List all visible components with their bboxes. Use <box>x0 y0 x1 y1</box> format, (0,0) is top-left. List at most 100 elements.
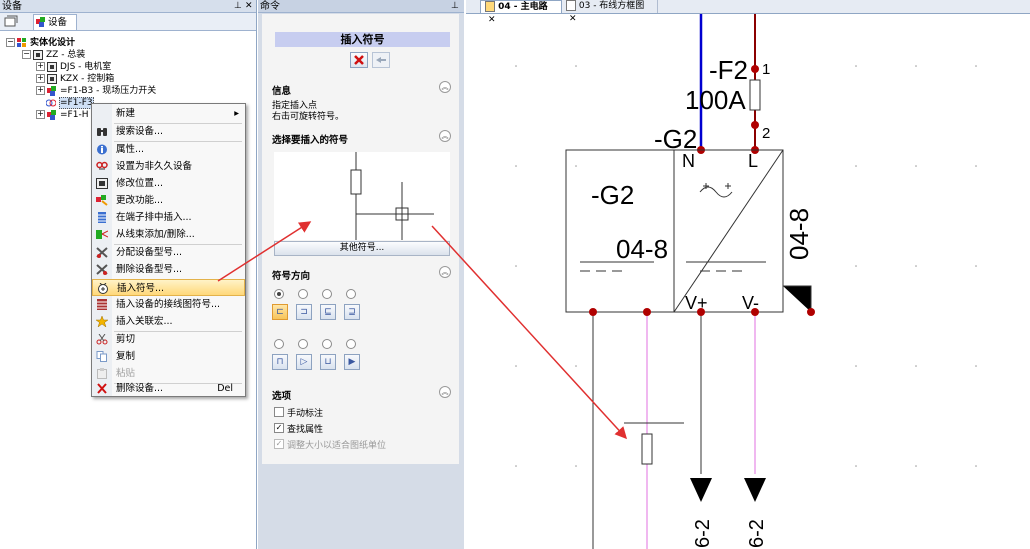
collapse-section-icon[interactable]: ︽ <box>439 386 451 398</box>
collapse-section-icon[interactable]: ︽ <box>439 81 451 93</box>
collapse-icon[interactable]: − <box>22 49 31 59</box>
tab-wiring-block-diagram[interactable]: 03 - 布线方框图 ✕ <box>562 0 658 24</box>
menu-item-label: 插入设备的接线图符号... <box>116 299 221 310</box>
direction-radio-6[interactable] <box>298 339 308 349</box>
cancel-button[interactable] <box>350 52 368 68</box>
direction-radio-3[interactable] <box>322 289 332 299</box>
manual-label-checkbox[interactable] <box>274 407 284 417</box>
direction-radio-8[interactable] <box>346 339 356 349</box>
direction-radio-2[interactable] <box>298 289 308 299</box>
tree-item-f1-b3[interactable]: +=F1-B3 - 现场压力开关 <box>36 85 156 97</box>
direction-radio-1[interactable] <box>274 289 284 299</box>
collapse-section-icon[interactable]: ︽ <box>439 130 451 142</box>
menu-item-new[interactable]: 新建 ▸ <box>92 105 245 122</box>
connection-node[interactable] <box>643 308 651 316</box>
connection-node[interactable] <box>807 308 815 316</box>
collapse-section-icon[interactable]: ︽ <box>439 266 451 278</box>
grid-dots <box>515 65 977 467</box>
find-properties-text: 查找属性 <box>287 425 324 435</box>
other-symbols-button[interactable]: 其他符号... <box>274 241 450 256</box>
direction-button-3[interactable]: ⊑ <box>320 304 336 320</box>
menu-item-change-function[interactable]: 更改功能... <box>92 192 245 209</box>
fuse-f2[interactable] <box>749 79 761 111</box>
collapse-icon[interactable]: − <box>6 37 15 47</box>
menu-item-label: 分配设备型号... <box>116 247 183 258</box>
info-line-1: 指定插入点 <box>272 101 318 111</box>
menu-item-search-device[interactable]: 搜索设备... <box>92 123 245 140</box>
direction-radio-7[interactable] <box>322 339 332 349</box>
menu-item-set-non-permanent[interactable]: 设置为非久久设备 <box>92 158 245 175</box>
context-menu: 新建 ▸ 搜索设备... 属性... 设置为非久久设备 修改位置... 更改功能… <box>91 103 246 397</box>
fit-units-checkbox[interactable]: ✓ <box>274 439 284 449</box>
expand-icon[interactable]: + <box>36 109 45 119</box>
label-pin2: 2 <box>762 125 770 142</box>
device-panel-title-text: 设备 <box>2 1 22 12</box>
direction-button-6[interactable]: ▷ <box>296 354 312 370</box>
direction-button-2[interactable]: ⊐ <box>296 304 312 320</box>
tree-item-djs[interactable]: +DJS - 电机室 <box>36 61 111 73</box>
back-arrow-icon <box>376 57 386 63</box>
pin-icon[interactable]: ⊥ <box>451 1 459 11</box>
direction-button-4[interactable]: ⊒ <box>344 304 360 320</box>
tab-main-circuit[interactable]: 04 - 主电路 ✕ <box>480 0 562 25</box>
tree-item-zz[interactable]: −ZZ - 总装 <box>22 49 85 61</box>
expand-icon[interactable]: + <box>36 61 45 71</box>
connection-node[interactable] <box>751 65 759 73</box>
direction-button-7[interactable]: ⊔ <box>320 354 336 370</box>
direction-radio-5[interactable] <box>274 339 284 349</box>
properties-icon <box>96 144 108 155</box>
menu-item-delete-device[interactable]: 删除设备... Del <box>92 380 245 397</box>
tree-item-f1-f3[interactable]: =F1-F3 <box>45 97 94 109</box>
direction-radio-4[interactable] <box>346 289 356 299</box>
tree-item-f1-h[interactable]: +=F1-H <box>36 109 88 121</box>
expand-icon[interactable]: + <box>36 73 45 83</box>
drawing-area[interactable]: 04 - 主电路 ✕ 03 - 布线方框图 ✕ <box>466 0 1030 549</box>
symbol-preview[interactable] <box>274 152 450 240</box>
assembly-icon <box>33 49 43 60</box>
menu-item-insert-wiring-symbol[interactable]: 插入设备的接线图符号... <box>92 296 245 313</box>
find-properties-checkbox[interactable]: ✓ <box>274 423 284 433</box>
menu-item-copy[interactable]: 复制 <box>92 348 245 365</box>
label-ref-vertical: 04-8 <box>784 208 814 260</box>
direction-button-1[interactable]: ⊏ <box>272 304 288 320</box>
menu-item-insert-in-terminal-strip[interactable]: 在端子排中插入... <box>92 209 245 226</box>
direction-icon: ⊐ <box>300 307 308 317</box>
pin-icon[interactable]: ⊥ <box>234 1 242 11</box>
menu-separator <box>114 331 242 332</box>
direction-button-8[interactable]: ▶ <box>344 354 360 370</box>
filter-icon[interactable] <box>4 15 18 27</box>
menu-item-paste[interactable]: 粘贴 <box>92 365 245 382</box>
menu-item-insert-symbol[interactable]: 插入符号... <box>92 279 245 296</box>
page-icon <box>485 1 495 12</box>
tab-devices[interactable]: 设备 <box>33 14 77 30</box>
tab-label: 04 - 主电路 <box>498 2 548 12</box>
scissors-icon <box>96 333 108 345</box>
tree-item-kzx[interactable]: +KZX - 控制箱 <box>36 73 114 85</box>
schematic-canvas[interactable]: -F2 100A 1 2 -G2 N L -G2 04-8 V+ V- 04-8… <box>466 14 1030 549</box>
tree-item-root[interactable]: −实体化设计 <box>6 37 75 49</box>
connection-node[interactable] <box>697 308 705 316</box>
menu-item-cut[interactable]: 剪切 <box>92 331 245 348</box>
menu-item-modify-location[interactable]: 修改位置... <box>92 175 245 192</box>
connection-node[interactable] <box>589 308 597 316</box>
close-tab-icon[interactable]: ✕ <box>488 15 496 25</box>
delete-type-icon <box>96 264 108 275</box>
menu-item-insert-associated-macro[interactable]: 插入关联宏... <box>92 313 245 330</box>
menu-item-add-remove-harness[interactable]: 从线束添加/删除... <box>92 226 245 243</box>
label-l: L <box>748 151 758 171</box>
direction-icon: ⊓ <box>276 357 284 367</box>
direction-button-5[interactable]: ⊓ <box>272 354 288 370</box>
menu-item-properties[interactable]: 属性... <box>92 141 245 158</box>
back-button[interactable] <box>372 52 390 68</box>
expand-icon[interactable]: + <box>36 85 45 95</box>
menu-item-delete-device-type[interactable]: 删除设备型号... <box>92 261 245 278</box>
close-panel-icon[interactable]: ✕ <box>245 1 253 11</box>
function-icon <box>47 109 57 120</box>
close-tab-icon[interactable]: ✕ <box>569 14 577 24</box>
star-icon <box>95 315 109 328</box>
location-icon <box>47 73 57 84</box>
connection-node[interactable] <box>751 121 759 129</box>
wire-pe[interactable] <box>783 285 812 312</box>
connection-node[interactable] <box>751 308 759 316</box>
menu-item-assign-device-type[interactable]: 分配设备型号... <box>92 244 245 261</box>
